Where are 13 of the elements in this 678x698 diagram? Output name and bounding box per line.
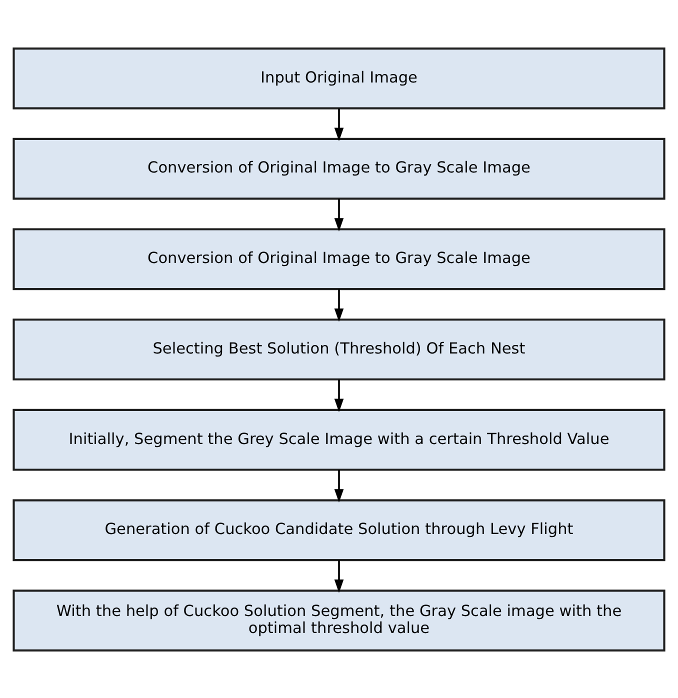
arrow [334,288,344,322]
node-box: Input Original Image [12,47,666,109]
node-box: Conversion of Original Image to Gray Scale Image [12,228,666,290]
arrow [334,560,344,592]
node-box: Generation of Cuckoo Candidate Solution through Levy Flight [12,498,666,561]
arrow [334,379,344,412]
arrow [334,469,344,502]
arrow [334,198,344,231]
arrow [334,108,344,141]
node-box: Selecting Best Solution (Threshold) Of Each Nest [12,318,666,380]
node-box: Initially, Segment the Grey Scale Image with a certain Threshold Value [12,408,666,470]
node-box: With the help of Cuckoo Solution Segment, the Gray Scale image with the optimal threshold value [12,589,666,651]
node-box: Conversion of Original Image to Gray Scale Image [12,137,666,200]
